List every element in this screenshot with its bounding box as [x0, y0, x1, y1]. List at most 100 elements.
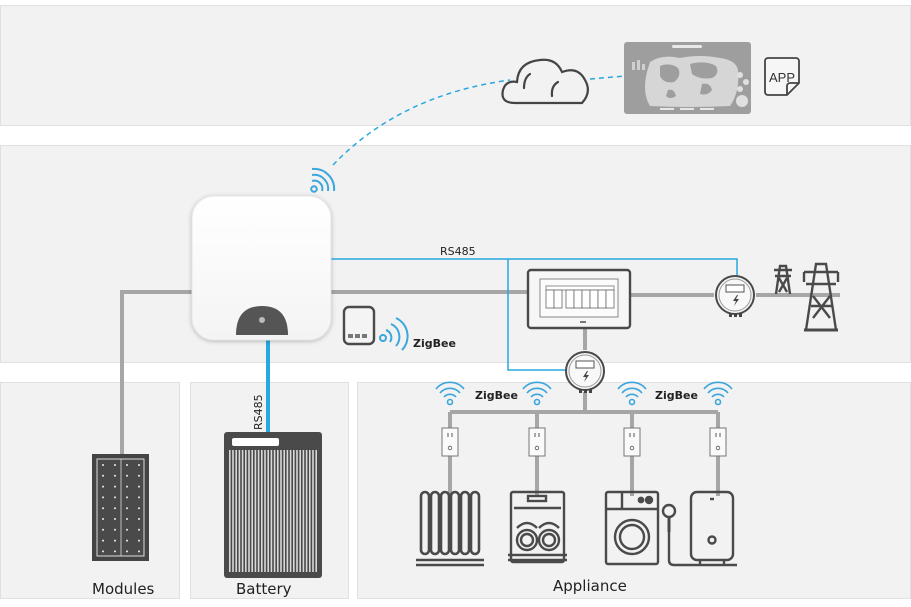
- appliance-wifi-icons: [435, 381, 733, 406]
- battery-stripe: [248, 450, 250, 572]
- battery-stripe: [273, 450, 276, 572]
- smart-plug-icon: [623, 427, 641, 457]
- washing-machine-icon: [604, 490, 660, 566]
- wifi-icon: [435, 381, 465, 406]
- battery-stripe: [305, 450, 308, 572]
- solar-cell: [102, 496, 104, 499]
- battery-stripe: [296, 450, 298, 572]
- grid-meter-icon: [715, 275, 755, 317]
- zigbee-dongle-label: ZigBee: [413, 337, 456, 350]
- solar-cell: [114, 550, 116, 553]
- battery-stripe: [245, 450, 247, 572]
- solar-cell: [138, 539, 140, 542]
- battery-stripe: [293, 450, 295, 572]
- inverter-icon: [191, 195, 332, 341]
- battery-stripe: [257, 450, 260, 572]
- solar-cell: [114, 485, 116, 488]
- solar-cell: [114, 528, 116, 531]
- rs485-to-submeter: [507, 259, 570, 371]
- world-map-dashboard-icon: [624, 42, 751, 114]
- solar-cell: [126, 464, 128, 466]
- app-document-icon: APP: [764, 57, 800, 96]
- solar-cell: [138, 518, 140, 520]
- solar-cell: [126, 539, 128, 542]
- large-tower: [802, 262, 840, 332]
- solar-cell: [102, 539, 104, 542]
- solar-cell: [114, 518, 116, 520]
- solar-cell: [102, 507, 104, 510]
- modules-panel: [0, 382, 180, 599]
- solar-cell: [126, 496, 128, 499]
- dishwasher-icon: [508, 490, 567, 564]
- zigbee-right-label: ZigBee: [655, 389, 698, 402]
- battery-label: Battery: [236, 580, 292, 598]
- battery-rs485-label: RS485: [252, 394, 265, 430]
- modules-label: Modules: [92, 580, 155, 598]
- battery-stripe: [289, 450, 292, 572]
- wifi-signal-icon: [310, 167, 336, 193]
- battery-icon: [224, 432, 322, 578]
- solar-panel-icon: [92, 454, 149, 561]
- solar-cell: [126, 507, 128, 510]
- power-tower-icon: [774, 262, 840, 332]
- solar-cell: [102, 518, 104, 520]
- cloud-icon: [501, 58, 589, 105]
- water-heater-icon: [661, 490, 737, 567]
- solar-cell: [138, 464, 140, 466]
- solar-cell: [138, 474, 140, 477]
- solar-cell: [102, 550, 104, 553]
- battery-stripe: [264, 450, 266, 572]
- solar-cell: [138, 550, 140, 553]
- wifi-icon: [703, 381, 733, 406]
- smart-plug-icon: [528, 427, 546, 457]
- solar-cell: [126, 528, 128, 531]
- battery-stripe: [302, 450, 305, 572]
- solar-cell: [102, 474, 104, 477]
- battery-stripe: [232, 450, 234, 572]
- battery-stripe: [241, 450, 244, 572]
- wifi-icon: [522, 381, 552, 406]
- battery-stripe: [277, 450, 279, 572]
- small-tower: [774, 264, 792, 295]
- zigbee-signal-icon: [379, 317, 409, 351]
- app-label: APP: [769, 70, 795, 85]
- battery-stripe: [270, 450, 273, 572]
- solar-cell: [126, 518, 128, 520]
- battery-stripe: [312, 450, 314, 572]
- battery-stripe: [309, 450, 311, 572]
- battery-stripe: [280, 450, 282, 572]
- appliance-label: Appliance: [553, 577, 627, 595]
- battery-stripe: [261, 450, 263, 572]
- zigbee-dongle-icon: [342, 305, 376, 346]
- solar-cell: [114, 539, 116, 542]
- solar-cell: [114, 496, 116, 499]
- solar-cell: [102, 528, 104, 531]
- battery-stripe: [299, 450, 301, 572]
- battery-stripe: [235, 450, 237, 572]
- solar-cell: [102, 464, 104, 466]
- battery-stripe: [267, 450, 269, 572]
- comm-lines: [266, 75, 738, 432]
- battery-stripe: [238, 450, 241, 572]
- solar-cell: [126, 550, 128, 553]
- rs485-top-label: RS485: [440, 245, 476, 258]
- zigbee-left-label: ZigBee: [475, 389, 518, 402]
- solar-cell: [138, 528, 140, 531]
- battery-stripe: [254, 450, 257, 572]
- rs485-to-grid-meter: [330, 258, 738, 276]
- wifi-icon: [617, 381, 647, 406]
- solar-cell: [138, 507, 140, 510]
- smart-plugs: [441, 427, 727, 457]
- distribution-box-icon: [526, 268, 632, 330]
- solar-cell: [114, 474, 116, 477]
- solar-cell: [114, 507, 116, 510]
- battery-stripe: [251, 450, 253, 572]
- battery-stripe: [315, 450, 317, 572]
- sub-meter-icon: [565, 351, 605, 393]
- cloud-tier-panel: [0, 5, 911, 126]
- solar-cell: [114, 464, 116, 466]
- smart-plug-icon: [709, 427, 727, 457]
- radiator-icon: [416, 490, 484, 567]
- battery-stripe: [283, 450, 285, 572]
- smart-plug-icon: [441, 427, 459, 457]
